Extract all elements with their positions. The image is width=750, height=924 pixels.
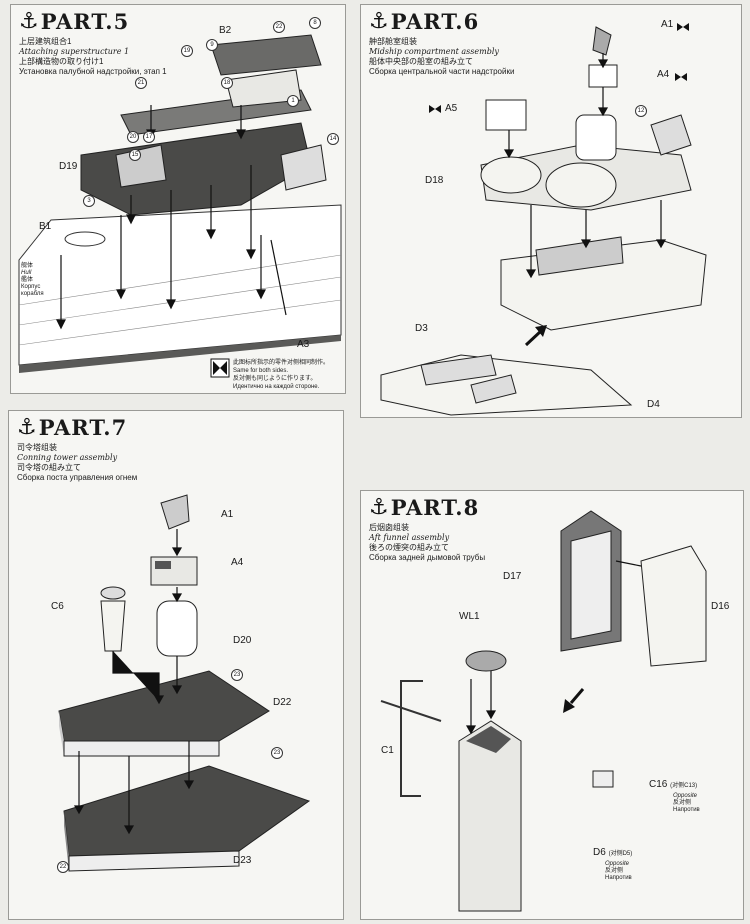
panel-part7: ⚓ PART.7 司令塔组装 Conning tower assembly 司令… xyxy=(8,410,344,920)
part8-title: PART.8 xyxy=(390,495,480,520)
part5-ru: Установка палубной надстройки, этап 1 xyxy=(19,67,167,76)
label-c6: C6 xyxy=(51,601,64,612)
arrow-icon xyxy=(524,325,547,347)
label-d20: D20 xyxy=(233,635,252,646)
part-number: 8 xyxy=(309,17,321,29)
part-number: 9 xyxy=(206,39,218,51)
anchor-icon: ⚓ xyxy=(17,414,37,440)
hull-side xyxy=(19,335,341,373)
label-d23: D23 xyxy=(233,855,252,866)
part-number: 14 xyxy=(327,133,339,145)
part6-diagram xyxy=(380,23,707,416)
panel-part6: ⚓ PART.6 舯部舱室组装 Midship compartment asse… xyxy=(360,4,742,418)
label-c1: C1 xyxy=(381,745,394,756)
part-number: 1 xyxy=(287,95,299,107)
part7-diagram xyxy=(58,494,311,872)
superstructure-deck xyxy=(80,122,312,216)
label-wl1: WL1 xyxy=(459,611,480,622)
part5-subtitles: 上层建筑组合1 Attaching superstructure 1 上部構造物… xyxy=(19,37,167,77)
part-number: 19 xyxy=(181,45,193,57)
part-number: 23 xyxy=(231,669,243,681)
label-b1: B1 xyxy=(39,221,52,232)
hull-label: 舰体 Hull 艦体 Корпус корабля xyxy=(21,263,44,297)
part-number: 22 xyxy=(57,861,69,873)
label-d4: D4 xyxy=(647,399,660,410)
label-a4: A4 xyxy=(657,69,670,80)
part5-en: Attaching superstructure 1 xyxy=(19,47,130,56)
part8-header: ⚓ PART.8 xyxy=(369,495,479,520)
part5-jp: 上部構造物の取り付け1 xyxy=(19,57,104,66)
part-number: 22 xyxy=(273,21,285,33)
mirror-both-sides-icon xyxy=(429,23,689,113)
arrow-icon xyxy=(563,688,585,713)
part-number: 18 xyxy=(221,77,233,89)
c16-opposite: Opposite 反对侧 Напротив xyxy=(673,793,700,813)
part5-header: ⚓ PART.5 xyxy=(19,9,129,34)
part-number: 12 xyxy=(635,105,647,117)
part-number: 23 xyxy=(271,747,283,759)
anchor-icon: ⚓ xyxy=(369,8,389,34)
label-d18: D18 xyxy=(425,175,444,186)
part-number: 17 xyxy=(143,131,155,143)
anchor-icon: ⚓ xyxy=(19,8,39,34)
label-a3: A3 xyxy=(297,339,310,350)
panel-part8: ⚓ PART.8 后烟囱组装 Aft funnel assembly 後ろの煙突… xyxy=(360,490,744,920)
mirror-both-sides-icon xyxy=(210,358,230,378)
label-d16: D16 xyxy=(711,601,730,612)
label-b2: B2 xyxy=(219,25,232,36)
label-a4: A4 xyxy=(231,557,244,568)
bridge-part xyxy=(210,34,322,76)
label-a1: A1 xyxy=(221,509,234,520)
label-d17: D17 xyxy=(503,571,522,582)
label-d6: D6 (对侧D5) xyxy=(593,847,633,858)
label-a1: A1 xyxy=(661,19,674,30)
part-number: 15 xyxy=(129,149,141,161)
label-d22: D22 xyxy=(273,697,292,708)
part6-header: ⚓ PART.6 xyxy=(369,9,479,34)
part7-subtitles: 司令塔组装 Conning tower assembly 司令塔の組み立て Сб… xyxy=(17,443,138,482)
part-number: 21 xyxy=(135,77,147,89)
label-c16: C16 (对侧C13) xyxy=(649,779,698,790)
part6-title: PART.6 xyxy=(390,9,480,34)
part5-diagram xyxy=(18,34,342,378)
label-d19: D19 xyxy=(59,161,78,172)
part7-title: PART.7 xyxy=(38,415,128,440)
part7-header: ⚓ PART.7 xyxy=(17,415,127,440)
part8-diagram xyxy=(380,510,707,912)
d6-opposite: Opposite 反对侧 Напротив xyxy=(605,861,632,881)
part-number: 3 xyxy=(83,195,95,207)
anchor-icon: ⚓ xyxy=(369,494,389,520)
label-a5: A5 xyxy=(445,103,458,114)
panel-part5: ⚓ PART.5 上层建筑组合1 Attaching superstructur… xyxy=(10,4,346,394)
label-d3: D3 xyxy=(415,323,428,334)
part5-zh: 上层建筑组合1 xyxy=(19,37,72,46)
part5-title: PART.5 xyxy=(40,9,130,34)
part8-subtitles: 后烟囱组装 Aft funnel assembly 後ろの煙突の組み立て Сбо… xyxy=(369,523,486,562)
part-number: 20 xyxy=(127,131,139,143)
part6-subtitles: 舯部舱室组装 Midship compartment assembly 船体中央… xyxy=(369,37,515,76)
both-sides-note: 此图标所指示的零件对侧相同制作。 Same for both sides. 反対… xyxy=(233,360,330,390)
